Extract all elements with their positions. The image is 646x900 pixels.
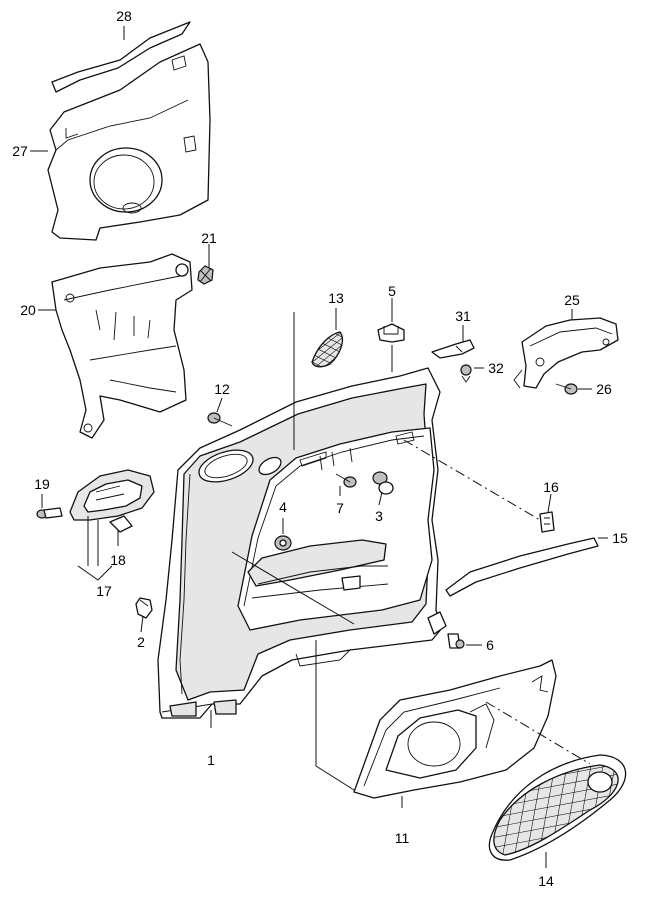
callout-28: 32: [488, 360, 504, 376]
callout-7: 7: [336, 500, 344, 516]
part-4-clip: [274, 535, 292, 551]
part-18-clip: [109, 515, 133, 533]
callout-25: 27: [12, 143, 28, 159]
callout-1: 1: [207, 752, 215, 768]
callout-13: 13: [328, 290, 344, 306]
leader-lines: [30, 26, 608, 868]
callout-15: 15: [612, 530, 628, 546]
callout-27: 31: [455, 308, 471, 324]
part-7-screw: [335, 473, 357, 488]
part-27-bracket: [431, 339, 475, 359]
part-19-screw: [36, 507, 63, 519]
callout-21: 21: [201, 230, 217, 246]
part-31-bracket: [513, 317, 619, 389]
part-11-lower-panel: [353, 659, 557, 799]
part-32-screw: [555, 383, 578, 395]
callout-12: 14: [538, 873, 554, 889]
callout-4: 4: [279, 499, 287, 515]
callout-6: 6: [486, 637, 494, 653]
callout-26: 28: [116, 8, 132, 24]
part-20-bracket: [51, 253, 193, 439]
part-13-grille: [311, 331, 344, 368]
callout-19: 19: [34, 476, 50, 492]
callout-32: 26: [596, 381, 612, 397]
part-28-screw: [460, 364, 472, 383]
callout-31: 25: [564, 292, 580, 308]
part-6-clip: [447, 633, 465, 649]
callout-20: 20: [20, 302, 36, 318]
part-17-bezel: [69, 469, 155, 521]
part-1-side-trim: [157, 367, 447, 719]
callout-14: 12: [214, 381, 230, 397]
part-16-clip: [539, 511, 555, 533]
part-25-panel: [47, 43, 211, 241]
callout-11: 11: [394, 830, 410, 846]
part-3-clip: [372, 471, 394, 495]
part-2-clip: [135, 597, 153, 619]
callout-5: 5: [388, 283, 396, 299]
callout-2: 2: [137, 634, 145, 650]
part-15-strip: [445, 537, 599, 597]
callout-17: 17: [96, 583, 112, 599]
part-5-clip: [377, 323, 405, 343]
callout-16: 16: [543, 479, 559, 495]
part-14-clip: [207, 412, 233, 427]
part-26-strip: [51, 21, 191, 93]
callout-18: 18: [110, 552, 126, 568]
part-21-clip: [197, 265, 214, 285]
callout-3: 3: [375, 508, 383, 524]
